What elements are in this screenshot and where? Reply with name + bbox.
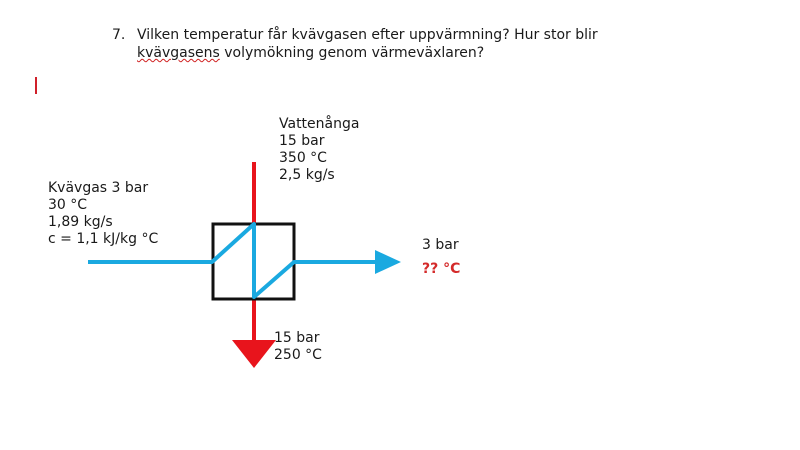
nitrogen-out-temp: ?? °C: [422, 261, 461, 277]
nitrogen-out-pressure: 3 bar: [422, 237, 459, 253]
text-cursor: [35, 77, 37, 94]
nitrogen-name: Kvävgas 3 bar: [48, 180, 149, 196]
steam-inlet-label: Vattenånga 15 bar 350 °C 2,5 kg/s: [279, 116, 359, 184]
misspelled-word[interactable]: kvävgasens: [137, 45, 220, 61]
nitrogen-heat-capacity: c = 1,1 kJ/kg °C: [48, 231, 159, 247]
question-line-2: volymökning genom värmeväxlaren?: [219, 45, 485, 61]
question-number: 7.: [112, 27, 126, 43]
steam-in-temp: 350 °C: [279, 150, 327, 166]
steam-out-pressure: 15 bar: [274, 330, 320, 346]
question-line-1: Vilken temperatur får kvävgasen efter up…: [137, 27, 598, 43]
steam-outlet-label: 15 bar 250 °C: [274, 330, 322, 364]
steam-name: Vattenånga: [279, 116, 360, 132]
steam-out-temp: 250 °C: [274, 347, 322, 363]
nitrogen-in-temp: 30 °C: [48, 197, 88, 213]
nitrogen-flow: 1,89 kg/s: [48, 214, 113, 230]
question-text: Vilken temperatur får kvävgasen efter up…: [137, 26, 657, 62]
steam-in-pressure: 15 bar: [279, 133, 325, 149]
steam-flow: 2,5 kg/s: [279, 167, 335, 183]
nitrogen-outlet-label: 3 bar ?? °C: [422, 237, 460, 278]
nitrogen-outlet-arrowhead: [375, 250, 401, 274]
nitrogen-inlet-label: Kvävgas 3 bar 30 °C 1,89 kg/s c = 1,1 kJ…: [48, 180, 158, 248]
steam-outlet-arrowhead: [232, 340, 276, 368]
nitrogen-flow-line: [88, 222, 378, 299]
